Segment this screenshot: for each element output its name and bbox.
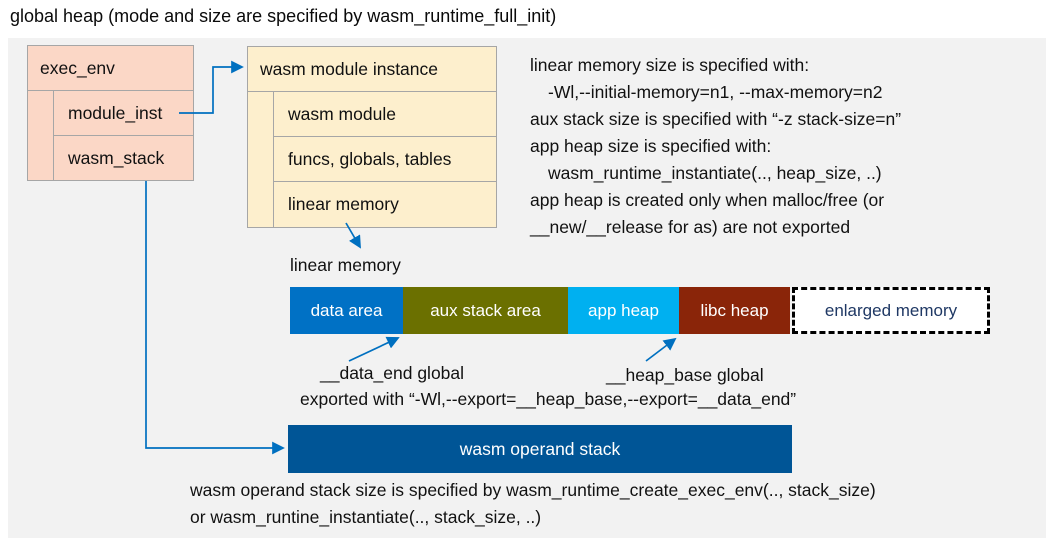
- exec-env-row-module-inst: module_inst: [53, 91, 193, 136]
- module-row-wasm-module: wasm module: [273, 92, 496, 137]
- wasm-module-instance-box: wasm module instance wasm module funcs, …: [247, 46, 497, 228]
- note-line: or wasm_runtine_instantiate(.., stack_si…: [190, 507, 542, 527]
- segment-app-heap: app heap: [568, 287, 679, 334]
- heap-base-global-label: __heap_base global: [606, 365, 764, 385]
- module-instance-header: wasm module instance: [248, 47, 496, 92]
- exec-env-header: exec_env: [28, 46, 193, 91]
- segment-data-area: data area: [290, 287, 403, 334]
- module-row-linear-memory: linear memory: [273, 182, 496, 227]
- note-line: linear memory size is specified with:: [530, 55, 810, 75]
- memory-size-notes: linear memory size is specified with: -W…: [530, 52, 901, 241]
- note-line: wasm operand stack size is specified by …: [190, 480, 876, 500]
- exec-env-row-wasm-stack: wasm_stack: [53, 136, 193, 181]
- data-end-global-label: __data_end global: [320, 363, 465, 383]
- diagram-title: global heap (mode and size are specified…: [10, 6, 557, 26]
- exec-env-box: exec_env module_inst wasm_stack: [27, 45, 194, 181]
- segment-libc-heap: libc heap: [679, 287, 790, 334]
- export-flags-note: exported with “-Wl,--export=__heap_base,…: [300, 389, 797, 409]
- linear-memory-label: linear memory: [290, 255, 401, 275]
- note-line: app heap size is specified with:: [530, 136, 772, 156]
- note-line: __new/__release for as) are not exported: [530, 217, 851, 237]
- operand-stack-notes: wasm operand stack size is specified by …: [190, 477, 876, 531]
- note-line: wasm_runtime_instantiate(.., heap_size, …: [548, 163, 882, 183]
- wasm-operand-stack-bar: wasm operand stack: [288, 425, 792, 473]
- segment-aux-stack-area: aux stack area: [403, 287, 568, 334]
- note-line: -Wl,--initial-memory=n1, --max-memory=n2: [548, 82, 883, 102]
- segment-enlarged-memory: enlarged memory: [792, 287, 990, 334]
- note-line: aux stack size is specified with “-z sta…: [530, 109, 902, 129]
- note-line: app heap is created only when malloc/fre…: [530, 190, 885, 210]
- module-row-funcs-globals-tables: funcs, globals, tables: [273, 137, 496, 182]
